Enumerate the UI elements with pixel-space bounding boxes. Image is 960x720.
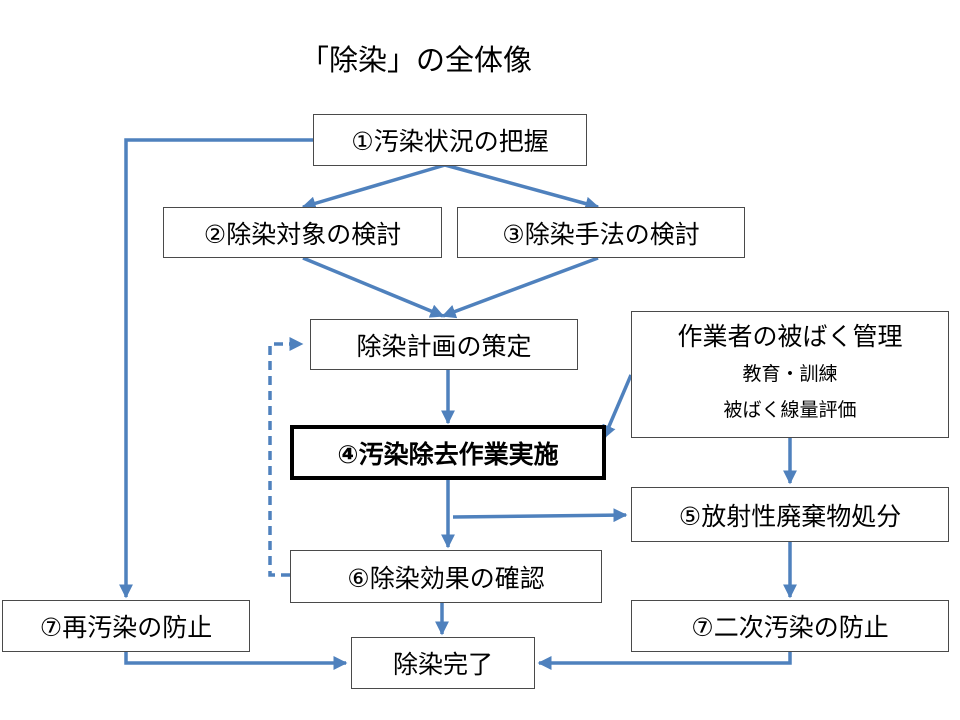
- worker-exposure-title: 作業者の被ばく管理: [677, 322, 903, 351]
- arrow-work-to-waste: [452, 508, 628, 523]
- node-done: 除染完了: [351, 637, 535, 689]
- arrow-worker-to-work: [602, 374, 633, 440]
- node-method: ③除染手法の検討: [457, 207, 745, 258]
- node-work: ④汚染除去作業実施: [290, 425, 606, 480]
- node-waste: ⑤放射性廃棄物処分: [631, 487, 949, 542]
- node-secondary: ⑦二次汚染の防止: [631, 600, 949, 652]
- worker-exposure-item-training: 教育・訓練: [742, 363, 838, 385]
- node-recontam: ⑦再汚染の防止: [2, 600, 250, 652]
- arrow-method-to-plan: [441, 256, 599, 319]
- node-verify: ⑥除染効果の確認: [290, 550, 602, 603]
- arrow-survey-to-recontam: [119, 138, 313, 599]
- arrow-secondary-to-done: [537, 652, 792, 670]
- arrow-target-to-plan: [302, 256, 445, 318]
- worker-exposure-management: 作業者の被ばく管理 教育・訓練 被ばく線量評価: [631, 311, 949, 438]
- arrow-survey-to-method: [444, 163, 600, 211]
- diagram-title: 「除染」の全体像: [300, 43, 533, 77]
- node-plan: 除染計画の策定: [310, 319, 578, 370]
- node-target: ②除染対象の検討: [163, 207, 442, 258]
- arrow-verify-to-plan-feedback: [268, 337, 304, 577]
- arrow-survey-to-target: [301, 163, 446, 211]
- node-survey: ①汚染状況の把握: [313, 114, 587, 166]
- arrow-recontam-to-done: [124, 652, 348, 670]
- worker-exposure-item-dose-assessment: 被ばく線量評価: [723, 399, 857, 421]
